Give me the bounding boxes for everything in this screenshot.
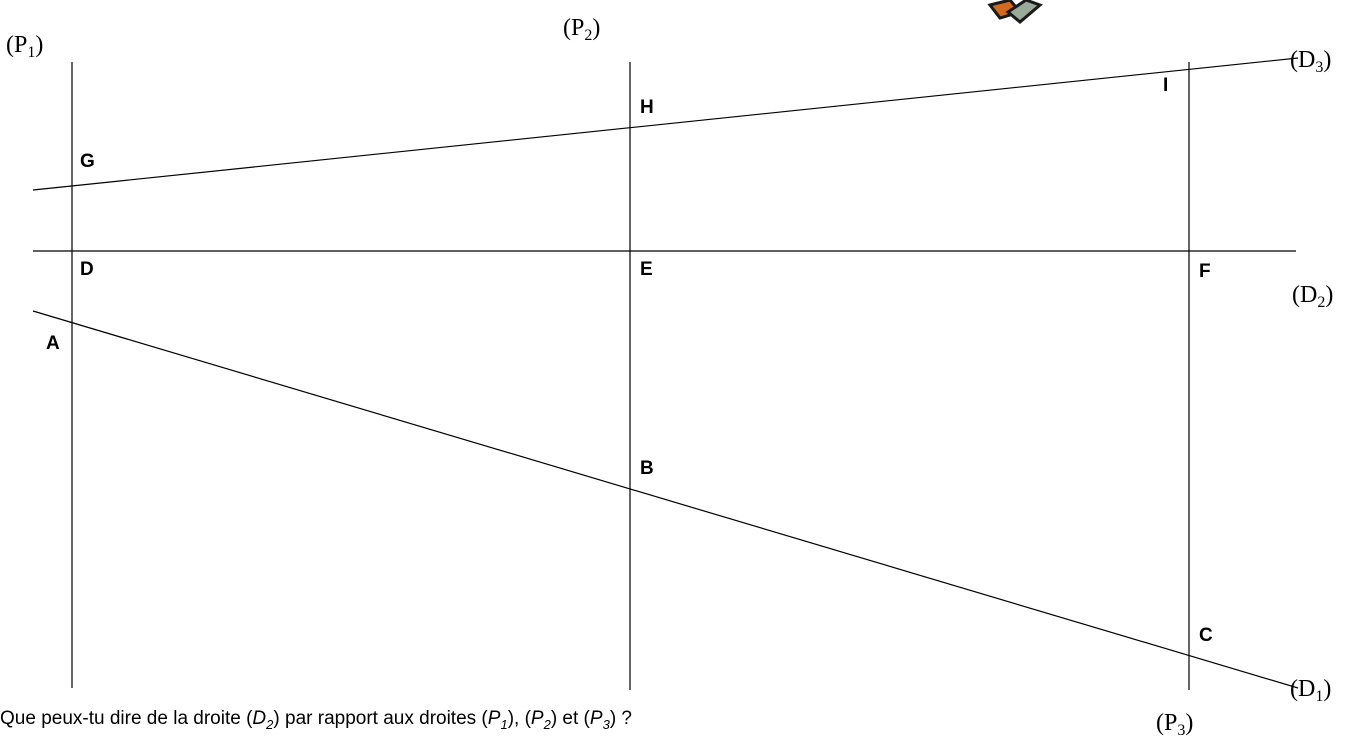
- label-d2: (D2): [1292, 282, 1333, 311]
- point-a: A: [46, 333, 60, 354]
- point-h: H: [640, 97, 654, 118]
- label-p2: (P2): [563, 15, 600, 44]
- label-p3: (P3): [1156, 710, 1193, 738]
- point-i: I: [1163, 75, 1168, 96]
- point-c: C: [1199, 625, 1213, 646]
- point-e: E: [640, 259, 653, 280]
- line-d3: [32, 57, 1299, 191]
- stacked-cards-logo: [987, 0, 1043, 24]
- point-g: G: [80, 151, 95, 172]
- label-p1: (P1): [6, 32, 43, 61]
- label-d3: (D3): [1290, 47, 1331, 76]
- line-d1: [32, 310, 1299, 689]
- point-d: D: [80, 259, 94, 280]
- point-b: B: [640, 458, 654, 479]
- label-d1: (D1): [1290, 676, 1331, 705]
- point-f: F: [1199, 261, 1211, 282]
- question-text: Que peux-tu dire de la droite (D2) par r…: [0, 708, 632, 732]
